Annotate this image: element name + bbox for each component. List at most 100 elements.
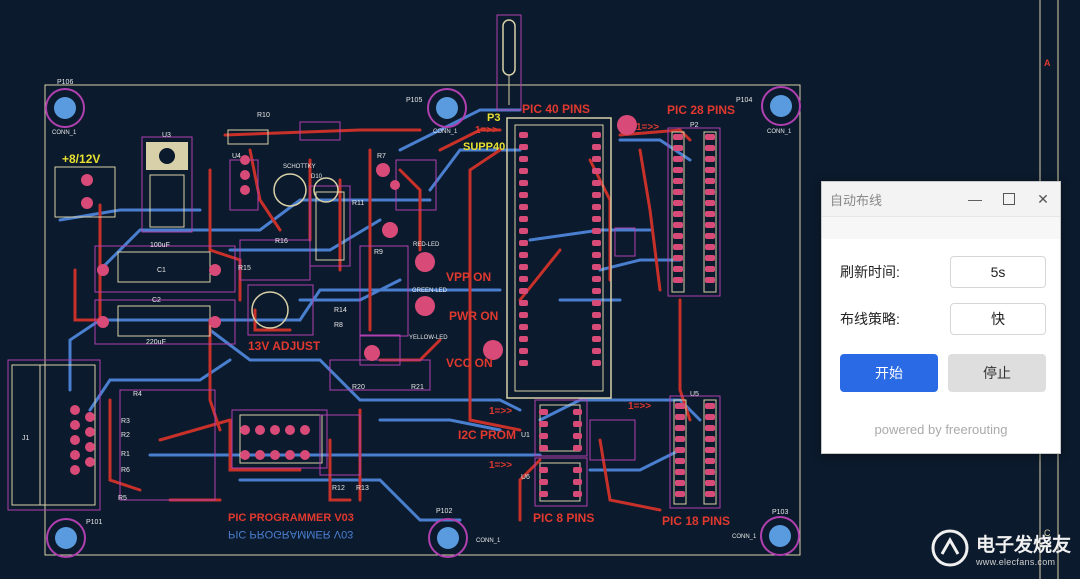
refresh-row: 刷新时间: 5s xyxy=(840,256,1050,288)
board-outline xyxy=(44,84,801,556)
pic8-sockets xyxy=(534,399,588,507)
label-r9: R9 xyxy=(374,249,383,256)
powered-by-text: powered by freerouting xyxy=(874,422,1008,437)
svg-text:A: A xyxy=(1044,58,1051,68)
label-u6: U6 xyxy=(521,474,530,481)
label-p105: P105 xyxy=(406,97,422,104)
label-i2c-prom: I2C PROM xyxy=(458,428,516,442)
label-u3: U3 xyxy=(162,132,171,139)
label-arrow-3: 1=>> xyxy=(489,406,512,417)
pic40-socket xyxy=(506,117,612,399)
label-812v: +8/12V xyxy=(62,152,100,166)
label-r14: R14 xyxy=(334,307,347,314)
pic8-pins xyxy=(539,409,582,497)
label-c2-value: 220uF xyxy=(146,339,166,346)
label-conn1-d: CONN_1 xyxy=(476,538,501,544)
strategy-input[interactable]: 快 xyxy=(950,303,1046,335)
label-conn1-e: CONN_1 xyxy=(732,534,757,540)
label-pic40: PIC 40 PINS xyxy=(522,102,590,116)
close-icon[interactable]: ✕ xyxy=(1037,190,1049,207)
label-r10: R10 xyxy=(257,112,270,119)
label-r11: R11 xyxy=(352,200,364,207)
label-programmer-mirror: PIC PROGRAMMER V03 xyxy=(228,528,353,540)
label-yellow-led: YELLOW-LED xyxy=(409,335,448,341)
label-vpp-on: VPP ON xyxy=(446,270,491,284)
label-d10: D10 xyxy=(311,174,323,180)
label-pic8: PIC 8 PINS xyxy=(533,511,594,525)
pic28-socket xyxy=(667,127,721,297)
elecfans-logo-icon xyxy=(931,529,969,567)
label-p104: P104 xyxy=(736,97,752,104)
label-r20: R20 xyxy=(352,384,365,391)
label-r7: R7 xyxy=(377,153,386,160)
label-conn1-a: CONN_1 xyxy=(52,130,77,136)
label-r21: R21 xyxy=(411,384,424,391)
label-r12: R12 xyxy=(332,485,345,492)
label-13v-adjust: 13V ADJUST xyxy=(248,339,321,353)
pic18-socket xyxy=(669,395,721,509)
crystal xyxy=(496,14,522,111)
auto-route-dialog: 自动布线 — ✕ 刷新时间: 5s 布线策略: 快 开始 停止 powered … xyxy=(821,181,1061,454)
label-r3: R3 xyxy=(121,418,130,425)
start-button[interactable]: 开始 xyxy=(840,354,938,392)
label-arrow-2: 1=>> xyxy=(636,122,659,133)
maximize-icon[interactable] xyxy=(992,182,1026,216)
watermark: 电子发烧友 www.elecfans.com xyxy=(930,518,1080,578)
label-j1: J1 xyxy=(22,435,30,442)
label-p2: P2 xyxy=(690,122,699,129)
label-r15: R15 xyxy=(238,265,251,272)
label-r2: R2 xyxy=(121,432,130,439)
svg-text:C: C xyxy=(1044,528,1051,538)
label-r8: R8 xyxy=(334,322,343,329)
pic28-pins xyxy=(673,134,715,283)
label-r5: R5 xyxy=(118,495,127,502)
label-pic18: PIC 18 PINS xyxy=(662,514,730,528)
strategy-label: 布线策略: xyxy=(840,311,900,327)
label-schottky: SCHOTTKY xyxy=(283,164,316,170)
watermark-brand: 电子发烧友 xyxy=(976,534,1072,556)
label-u4: U4 xyxy=(232,153,241,160)
label-conn1-c: CONN_1 xyxy=(767,129,792,135)
label-c2: C2 xyxy=(152,297,161,304)
dialog-title: 自动布线 xyxy=(830,192,883,208)
label-red-led: RED-LED xyxy=(413,242,440,248)
red-traces xyxy=(73,128,692,522)
label-conn1-b: CONN_1 xyxy=(433,129,458,135)
label-u1: U1 xyxy=(521,432,530,439)
label-p106: P106 xyxy=(57,79,73,86)
label-c1-value: 100uF xyxy=(150,242,170,249)
pic18-pins xyxy=(675,403,715,497)
dialog-header-strip xyxy=(822,217,1060,239)
label-vcc-on: VCC ON xyxy=(446,356,493,370)
refresh-input[interactable]: 5s xyxy=(950,256,1046,288)
label-arrow-1: 1=>> xyxy=(475,125,498,136)
label-r13: R13 xyxy=(356,485,369,492)
label-arrow-5: 1=>> xyxy=(489,460,512,471)
left-components xyxy=(7,121,636,511)
label-r4: R4 xyxy=(133,391,142,398)
label-p3: P3 xyxy=(487,112,500,124)
mounting-holes xyxy=(45,86,801,558)
minimize-icon[interactable]: — xyxy=(968,191,982,207)
label-programmer: PIC PROGRAMMER V03 xyxy=(228,512,354,524)
label-p102: P102 xyxy=(436,508,452,515)
label-p101: P101 xyxy=(86,519,102,526)
label-u5: U5 xyxy=(690,391,699,398)
label-supp40: SUPP40 xyxy=(463,141,505,153)
refresh-label: 刷新时间: xyxy=(840,264,900,280)
label-green-led: GREEN-LED xyxy=(412,288,448,294)
label-pwr-on: PWR ON xyxy=(449,309,498,323)
watermark-url: www.elecfans.com xyxy=(976,556,1056,567)
label-r6: R6 xyxy=(121,467,130,474)
label-p103: P103 xyxy=(772,509,788,516)
strategy-row: 布线策略: 快 xyxy=(840,303,1050,335)
stop-button[interactable]: 停止 xyxy=(948,354,1046,392)
dialog-titlebar[interactable]: 自动布线 — ✕ xyxy=(822,182,1060,217)
label-c1: C1 xyxy=(157,267,166,274)
label-arrow-4: 1=>> xyxy=(628,401,651,412)
label-r1: R1 xyxy=(121,451,130,458)
pic40-pins xyxy=(519,132,601,366)
round-pads xyxy=(70,115,637,475)
label-pic28: PIC 28 PINS xyxy=(667,103,735,117)
